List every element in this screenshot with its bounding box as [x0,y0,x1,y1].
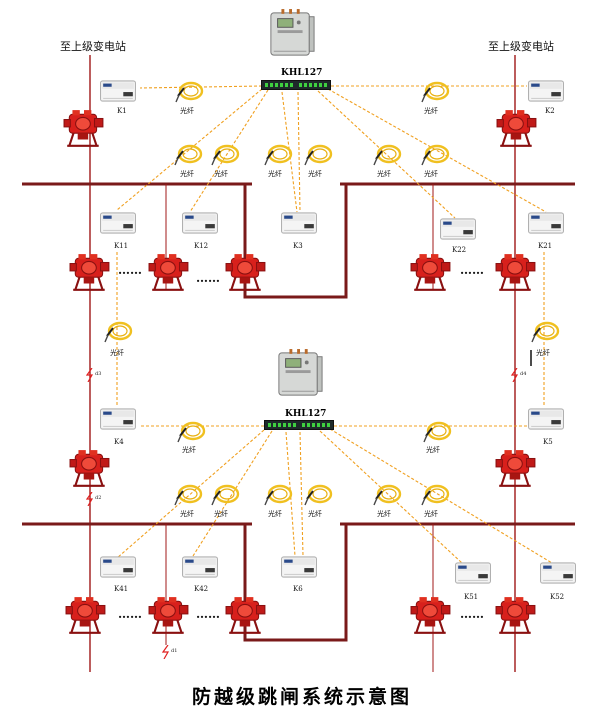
fiber-label: 光纤 [180,169,194,178]
feeder-lines [89,55,516,672]
device-label-k22: K22 [452,246,466,254]
fault-markers: d3 d4 d2 d1 [86,350,532,659]
device-label-k41: K41 [114,585,128,593]
ellipsis-label: …… [196,271,220,285]
fiber-label: 光纤 [426,445,440,454]
device-label-k3: K3 [293,242,303,250]
diagram-title: 防越级跳闸系统示意图 [192,685,412,708]
ellipsis-marks: …… …… …… …… …… …… [118,263,484,621]
device-label-k1: K1 [117,107,127,115]
device-label-k5: K5 [543,438,553,446]
switch-label-upper: KHL127 [281,68,322,78]
upstream-label-left: 至上级变电站 [60,39,126,53]
fiber-label: 光纤 [268,509,282,518]
protection-devices: K1 K2 K11 K12 K3 K22 K21 K4 K5 K41 K42 K… [100,80,576,601]
fiber-label: 光纤 [424,106,438,115]
device-label-k11: K11 [114,242,128,250]
ellipsis-label: …… [460,607,484,621]
fiber-label: 光纤 [536,348,550,357]
ellipsis-label: …… [460,263,484,277]
device-label-k12: K12 [194,242,208,250]
ellipsis-label: …… [196,607,220,621]
fiber-label: 光纤 [182,445,196,454]
fiber-label: 光纤 [377,169,391,178]
fiber-label: 光纤 [180,509,194,518]
device-label-k2: K2 [545,107,555,115]
fiber-label: 光纤 [180,106,194,115]
switch-label-lower: KHL127 [285,409,326,419]
device-label-k51: K51 [464,593,478,601]
fiber-label: 光纤 [424,169,438,178]
fiber-coils: 光纤 光纤 光纤 光纤 光纤 光纤 光纤 光纤 光纤 光纤 光纤 光纤 光纤 光… [103,81,560,518]
upstream-label-right: 至上级变电站 [488,39,554,53]
device-label-k52: K52 [550,593,564,601]
fiber-label: 光纤 [214,509,228,518]
ellipsis-label: …… [118,607,142,621]
fault-label-d1: d1 [171,648,177,654]
fiber-label: 光纤 [308,509,322,518]
fiber-label: 光纤 [268,169,282,178]
switch-lower: KHL127 [263,348,335,430]
fiber-label: 光纤 [214,169,228,178]
fiber-label: 光纤 [308,169,322,178]
busbar-upper [22,182,575,299]
device-label-k6: K6 [293,585,303,593]
busbar-lower [22,522,575,642]
switch-upper: KHL127 [260,8,332,90]
fault-label-d4: d4 [520,371,526,377]
device-label-k21: K21 [538,242,552,250]
fiber-links-upper [116,85,547,407]
ellipsis-label: …… [118,263,142,277]
device-label-k42: K42 [194,585,208,593]
device-label-k4: K4 [114,438,124,446]
fiber-label: 光纤 [424,509,438,518]
fiber-label: 光纤 [377,509,391,518]
fault-label-d2: d2 [95,495,101,501]
fiber-label: 光纤 [110,348,124,357]
fault-label-d3: d3 [95,371,101,377]
